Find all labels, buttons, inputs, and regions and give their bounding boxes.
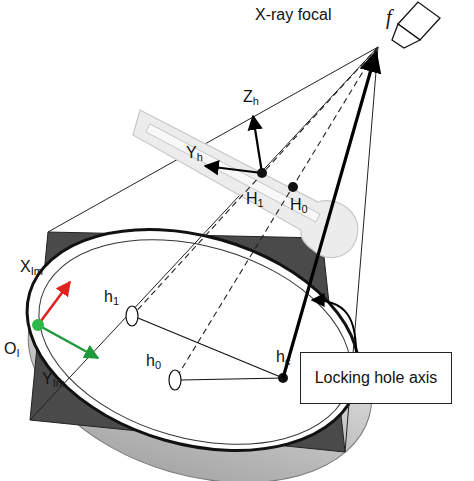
callout-text: Locking hole axis <box>315 369 438 387</box>
axis-label: XIm <box>20 258 43 277</box>
hole-image <box>169 370 181 390</box>
image-line <box>138 318 283 378</box>
projection-ray <box>175 47 378 380</box>
z-axis-arrow <box>253 116 262 173</box>
xray-source <box>392 2 440 48</box>
axis-label: H1 <box>246 190 264 209</box>
axis-label: OI <box>4 340 20 359</box>
axis-label: h0 <box>146 352 161 371</box>
y-image-axis <box>38 325 98 358</box>
axis-label: Yh <box>186 144 203 163</box>
image-origin <box>32 319 44 331</box>
image-line <box>181 378 283 380</box>
axis-label: YIm <box>42 370 65 389</box>
axis-label: f <box>386 6 392 28</box>
projection-ray <box>132 47 378 316</box>
axis-label: X-ray focal <box>255 6 331 24</box>
source-nozzle <box>392 24 420 48</box>
hole-point <box>257 168 267 178</box>
x-image-axis <box>38 282 70 325</box>
hole-point <box>288 182 298 192</box>
axis-label: Zh <box>243 88 259 107</box>
axis-label: h1 <box>104 288 119 307</box>
axis-label: H0 <box>290 196 308 215</box>
y-axis-arrow <box>205 166 262 173</box>
callout-box: Locking hole axis <box>300 352 452 404</box>
projection-rays <box>132 47 378 380</box>
locking-hole-axis <box>283 52 376 378</box>
callout-leader <box>312 300 356 352</box>
hole-image <box>126 306 138 326</box>
axis-label: hc <box>276 348 290 367</box>
